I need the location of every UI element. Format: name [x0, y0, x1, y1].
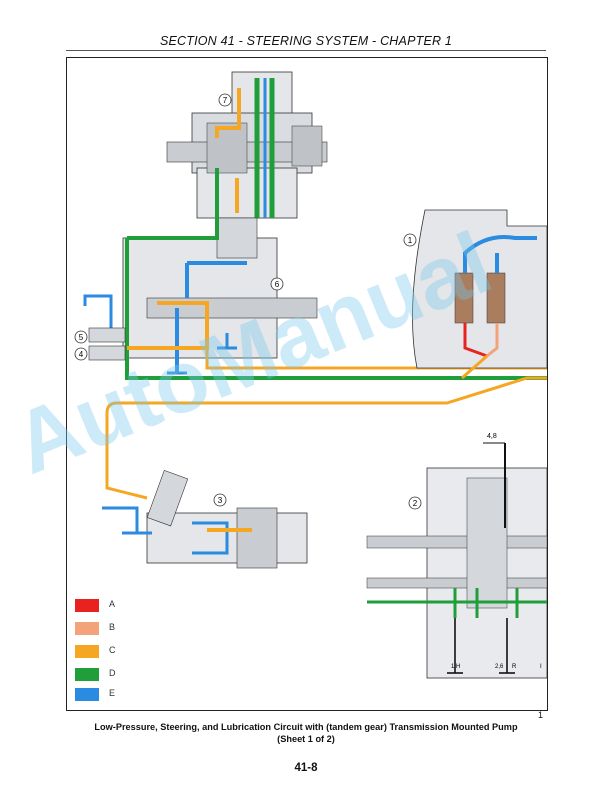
callout-4-label: 4 — [79, 350, 84, 359]
annotation-bottom-mid: 2,6 — [495, 664, 504, 670]
gearbox-section — [366, 442, 547, 679]
annotation-bottom-left: 1,H — [451, 664, 460, 670]
caption-line-2: (Sheet 1 of 2) — [277, 734, 335, 744]
callout-5 — [74, 330, 88, 344]
callout-1-label: 1 — [408, 236, 413, 245]
figure-caption: Low-Pressure, Steering, and Lubrication … — [66, 721, 546, 745]
legend-swatch-a — [75, 599, 99, 612]
legend-label-b: B — [109, 622, 116, 632]
callout-4 — [74, 347, 88, 361]
header-rule — [66, 50, 546, 51]
annotation-top: 4,8 — [487, 433, 497, 440]
lube-line — [105, 376, 547, 500]
legend-label-e: E — [109, 688, 116, 698]
figure-frame: 7 1 6 5 4 3 2 4,8 1,H 2,6 R I A B — [66, 57, 548, 711]
callout-3 — [213, 493, 227, 507]
legend-label-a: A — [109, 599, 116, 609]
legend-label-d: D — [109, 668, 116, 678]
annotation-bottom-r: R — [512, 664, 517, 670]
callout-2 — [408, 496, 422, 510]
callout-6-label: 6 — [275, 280, 280, 289]
transmission-housing — [412, 209, 547, 380]
legend-swatch-e — [75, 688, 99, 701]
charge-pump — [102, 470, 308, 569]
callout-5-label: 5 — [79, 333, 84, 342]
callouts: 7 1 6 5 4 3 2 — [74, 93, 422, 510]
valve-block — [122, 168, 547, 380]
annotation-bottom-right: I — [540, 664, 542, 670]
callout-2-label: 2 — [413, 499, 418, 508]
legend-swatch-b — [75, 622, 99, 635]
page-number: 41-8 — [294, 762, 318, 774]
relief-valves — [83, 294, 126, 361]
section-header: SECTION 41 - STEERING SYSTEM - CHAPTER 1 — [159, 34, 453, 48]
figure-number: 1 — [538, 710, 544, 720]
hydraulic-diagram: 7 1 6 5 4 3 2 4,8 1,H 2,6 R I — [74, 71, 547, 679]
legend-swatch-d — [75, 668, 99, 681]
callout-1 — [403, 233, 417, 247]
callout-7 — [218, 93, 232, 107]
callout-6 — [270, 277, 284, 291]
legend-swatch-c — [75, 645, 99, 658]
caption-line-1: Low-Pressure, Steering, and Lubrication … — [94, 722, 518, 732]
callout-7-label: 7 — [223, 96, 228, 105]
callout-3-label: 3 — [218, 496, 223, 505]
legend-label-c: C — [109, 645, 116, 655]
pump-assembly — [166, 71, 328, 219]
